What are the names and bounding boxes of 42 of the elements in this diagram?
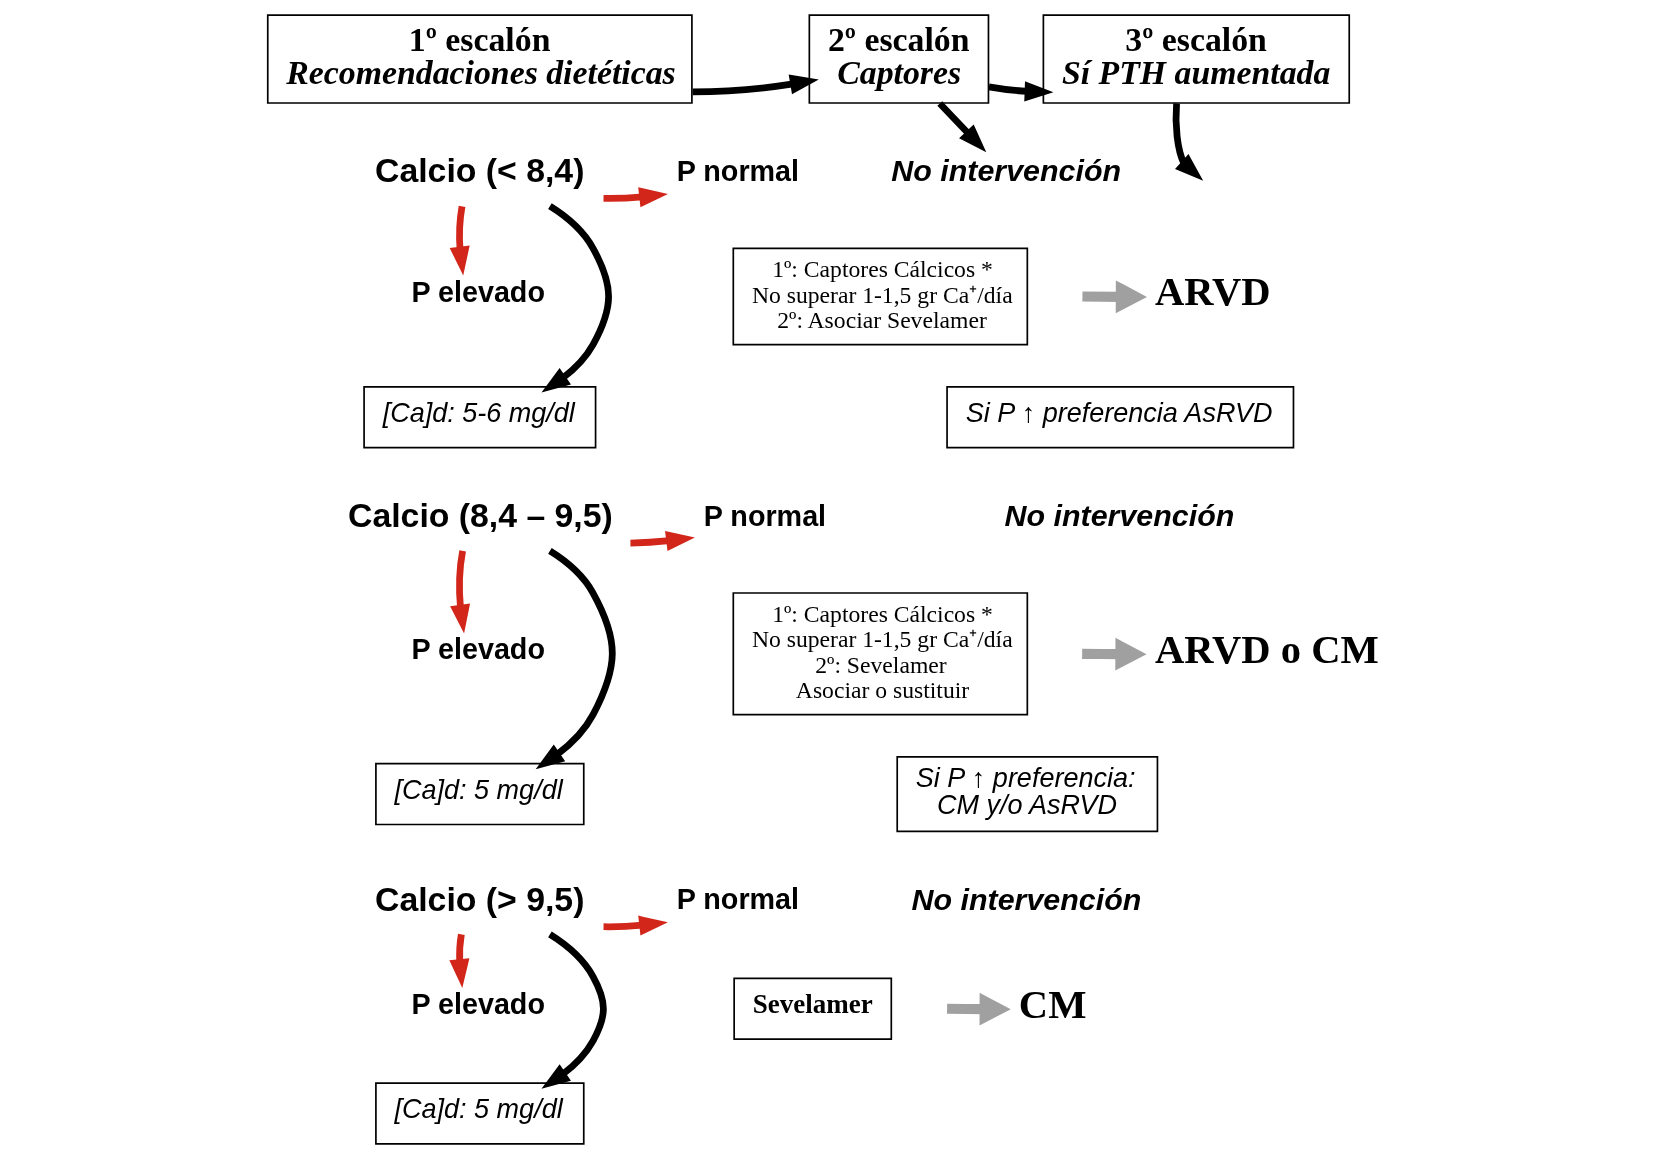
node-text: Calcio (< 8,4) bbox=[375, 151, 585, 190]
arrow bbox=[1172, 103, 1204, 181]
node-box: 1º: Captores Cálcicos * No superar 1-1,5 gr Ca⁺/día 2º: Asociar Sevelamer bbox=[732, 247, 1029, 346]
arrow bbox=[535, 548, 616, 770]
arrow bbox=[630, 531, 695, 552]
node-text: Calcio (> 9,5) bbox=[375, 879, 585, 918]
node-box: 2º escalón Captores bbox=[808, 14, 990, 104]
node-text: ARVD bbox=[1154, 269, 1271, 315]
node-box: Si P ↑ preferencia: CM y/o AsRVD bbox=[896, 756, 1159, 833]
node-text: P normal bbox=[676, 154, 800, 187]
node-box: Sevelamer bbox=[733, 977, 893, 1040]
node-text: ARVD o CM bbox=[1154, 626, 1379, 672]
node-text: CM bbox=[1018, 981, 1087, 1027]
node-text: P elevado bbox=[411, 633, 545, 666]
arrow bbox=[1082, 280, 1147, 314]
arrow bbox=[603, 915, 668, 936]
arrow bbox=[449, 933, 470, 988]
node-text: Calcio (8,4 – 9,5) bbox=[348, 496, 613, 535]
node-box: 1º escalón Recomendaciones dietéticas bbox=[266, 14, 693, 104]
arrow bbox=[541, 203, 612, 393]
arrow bbox=[450, 550, 471, 634]
node-text: P normal bbox=[676, 883, 800, 916]
node-text: P elevado bbox=[411, 987, 545, 1020]
node-box: [Ca]d: 5 mg/dl bbox=[375, 762, 585, 826]
arrow bbox=[988, 81, 1054, 102]
node-text: No intervención bbox=[891, 153, 1122, 188]
arrow bbox=[692, 74, 819, 96]
node-box: 3º escalón Sí PTH aumentada bbox=[1042, 14, 1351, 104]
node-box: [Ca]d: 5 mg/dl bbox=[375, 1082, 585, 1145]
arrow bbox=[1082, 637, 1147, 671]
arrow bbox=[449, 205, 470, 276]
arrow bbox=[946, 992, 1011, 1026]
arrow bbox=[603, 187, 668, 208]
node-box: Si P ↑ preferencia AsRVD bbox=[946, 386, 1295, 449]
node-text: P normal bbox=[703, 499, 827, 532]
arrow bbox=[937, 101, 987, 153]
arrow bbox=[541, 931, 607, 1089]
node-text: P elevado bbox=[411, 275, 545, 308]
node-box: [Ca]d: 5-6 mg/dl bbox=[363, 386, 597, 449]
node-box: 1º: Captores Cálcicos * No superar 1-1,5 gr Ca⁺/día 2º: Sevelamer Asociar o sustituir bbox=[732, 592, 1029, 716]
label: No intervención bbox=[911, 881, 1142, 916]
label: No intervención bbox=[1004, 498, 1235, 533]
